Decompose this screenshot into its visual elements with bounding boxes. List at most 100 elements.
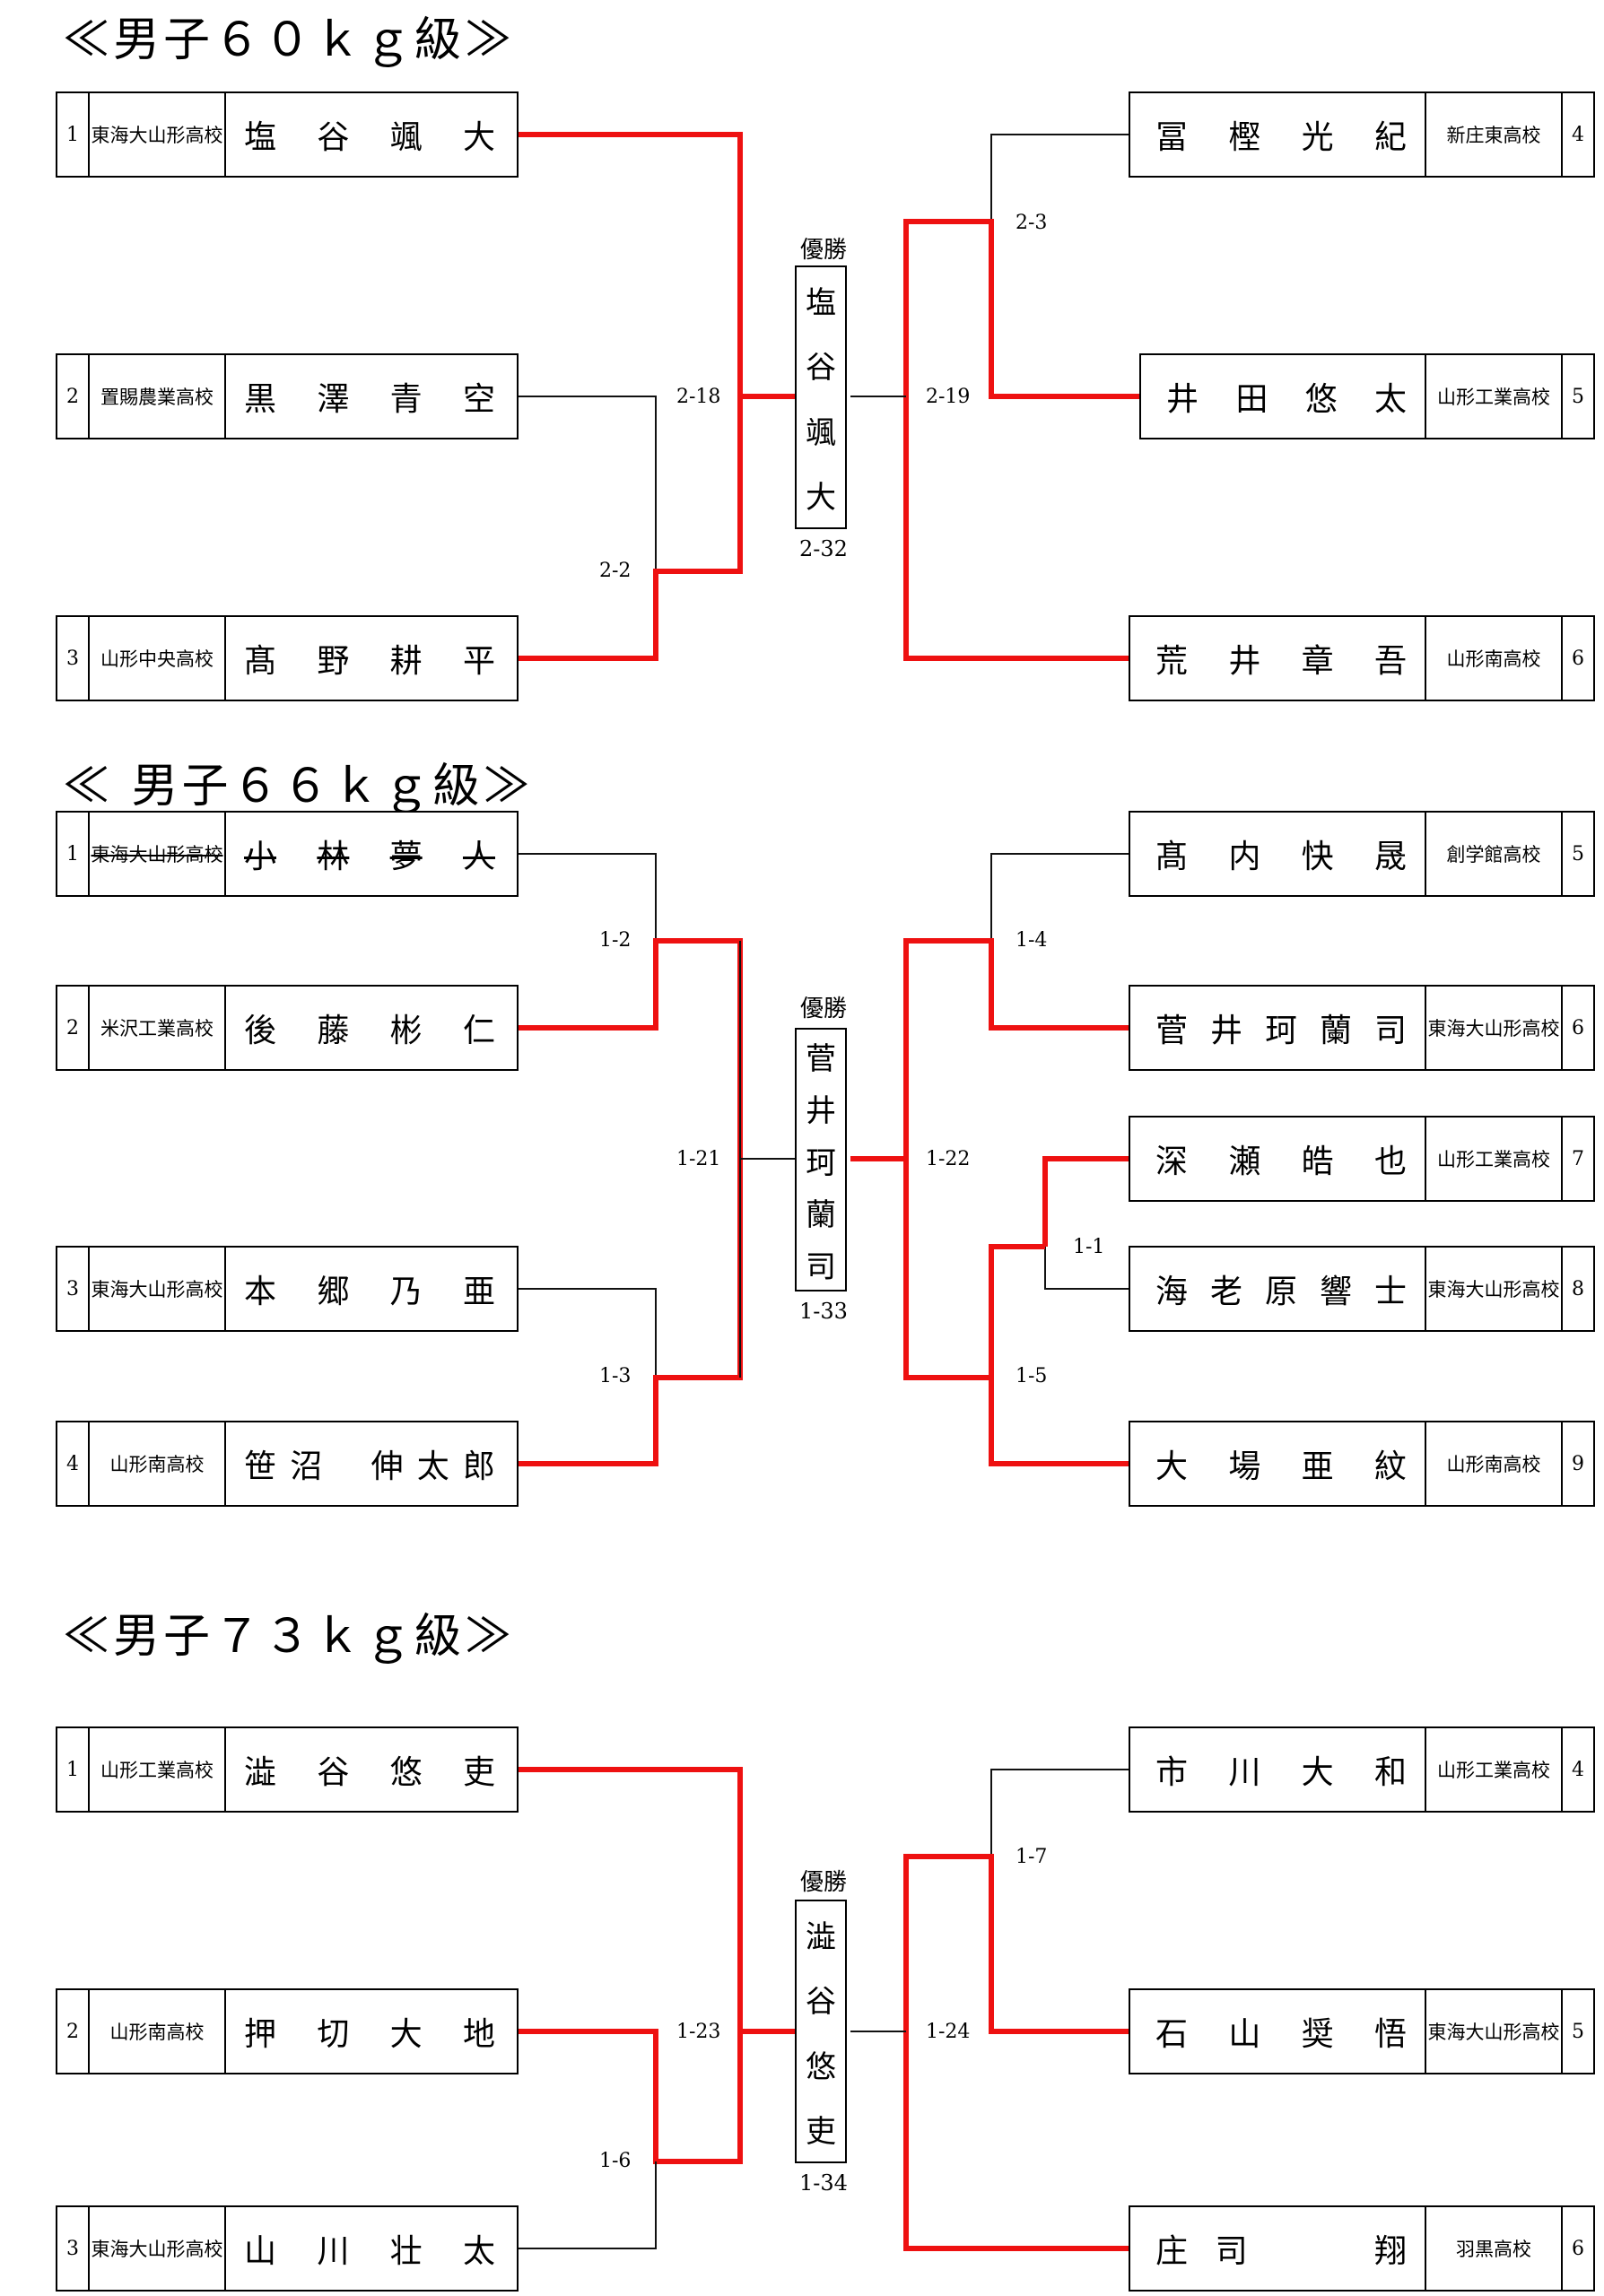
match-label: 1-21 xyxy=(676,1148,721,1170)
school: 創学館高校 xyxy=(1425,813,1563,895)
competitor-name: 押切大地 xyxy=(244,2016,495,2053)
competitor-name: 大場亜紋 xyxy=(1155,1448,1407,1485)
entry-73-left-3: 3 東海大山形高校 山川壮太 xyxy=(56,2205,519,2292)
match-label: 1-5 xyxy=(1016,1365,1048,1387)
competitor-name: 塩谷颯大 xyxy=(244,119,495,156)
match-label: 1-22 xyxy=(926,1148,971,1170)
seed: 1 xyxy=(66,842,79,865)
competitor-name: 海老原響士 xyxy=(1155,1274,1407,1310)
seed: 3 xyxy=(66,1277,79,1300)
competitor-name: 後藤彬仁 xyxy=(244,1013,495,1049)
seed: 8 xyxy=(1572,1277,1584,1300)
competitor-name: 冨樫光紀 xyxy=(1155,119,1407,156)
seed: 5 xyxy=(1572,2020,1584,2043)
line-66-r4 xyxy=(1044,1247,1129,1290)
line-73-r1 xyxy=(990,1769,1129,1857)
seed: 2 xyxy=(66,1016,79,1039)
line-66-r6 xyxy=(989,1378,1129,1466)
school: 東海大山形高校 xyxy=(88,1248,226,1330)
entry-60-left-3: 3 山形中央高校 髙野耕平 xyxy=(56,615,519,701)
seed: 4 xyxy=(1572,123,1584,146)
seed: 3 xyxy=(66,2237,79,2260)
seed: 6 xyxy=(1572,2237,1584,2260)
champion-match-code: 2-32 xyxy=(799,536,848,561)
line-66-r1 xyxy=(990,853,1129,941)
line-66-l3 xyxy=(519,1288,657,1378)
match-label: 1-7 xyxy=(1016,1846,1048,1868)
entry-60-left-1: 1 東海大山形高校 塩谷颯大 xyxy=(56,91,519,178)
school: 新庄東高校 xyxy=(1425,93,1563,176)
competitor-name: 市川大和 xyxy=(1155,1754,1407,1791)
match-label: 1-24 xyxy=(926,2021,971,2043)
seed: 2 xyxy=(66,2020,79,2043)
seed: 7 xyxy=(1572,1147,1584,1170)
competitor-name: 髙野耕平 xyxy=(244,643,495,680)
seed: 6 xyxy=(1572,647,1584,670)
entry-66-right-5: 5 創学館高校 髙内快晟 xyxy=(1129,811,1595,897)
line-60-l2 xyxy=(519,396,657,571)
competitor-name: 深瀬皓也 xyxy=(1155,1144,1407,1180)
line-66-l1 xyxy=(519,853,657,941)
competitor-name: 庄司翔 xyxy=(1155,2233,1407,2270)
school: 山形工業高校 xyxy=(1425,1118,1563,1200)
entry-66-left-2: 2 米沢工業高校 後藤彬仁 xyxy=(56,985,519,1071)
seed: 6 xyxy=(1572,1016,1584,1039)
school: 山形南高校 xyxy=(88,1990,226,2073)
line-60-l3 xyxy=(519,396,743,661)
match-label: 1-4 xyxy=(1016,929,1048,952)
entry-73-left-2: 2 山形南高校 押切大地 xyxy=(56,1988,519,2074)
school: 東海大山形高校 xyxy=(88,813,226,895)
entry-66-left-3: 3 東海大山形高校 本郷乃亜 xyxy=(56,1246,519,1332)
match-label: 2-2 xyxy=(599,560,632,582)
competitor-name: 黒澤青空 xyxy=(244,381,495,418)
line-60-l1 xyxy=(519,132,795,399)
entry-60-right-4: 4 新庄東高校 冨樫光紀 xyxy=(1129,91,1595,178)
division-title-66kg: ≪ 男子６６ｋｇ級≫ xyxy=(63,760,534,813)
champion-label: 優勝 xyxy=(799,1869,847,1896)
entry-66-right-9: 9 山形南高校 大場亜紋 xyxy=(1129,1421,1595,1507)
line-73-l1 xyxy=(519,1767,795,2034)
seed: 1 xyxy=(66,123,79,146)
seed: 4 xyxy=(1572,1758,1584,1781)
entry-60-right-6: 6 山形南高校 荒井章吾 xyxy=(1129,615,1595,701)
champion-label: 優勝 xyxy=(799,996,847,1022)
line-73-l3 xyxy=(519,2161,657,2249)
line-73-r2 xyxy=(903,1854,1129,2251)
line-73-l2 xyxy=(519,2029,743,2164)
entry-60-left-2: 2 置賜農業高校 黒澤青空 xyxy=(56,353,519,439)
entry-60-right-5: 5 山形工業高校 井田悠太 xyxy=(1139,353,1595,439)
entry-73-right-4: 4 山形工業高校 市川大和 xyxy=(1129,1726,1595,1813)
entry-66-left-4: 4 山形南高校 笹沼伸太郎 xyxy=(56,1421,519,1507)
school: 東海大山形高校 xyxy=(88,2207,226,2290)
competitor-name: 井田悠太 xyxy=(1166,381,1407,418)
school: 東海大山形高校 xyxy=(1425,1248,1563,1330)
division-title-73kg: ≪男子７３ｋｇ級≫ xyxy=(63,1610,516,1664)
seed: 3 xyxy=(66,647,79,670)
seed: 9 xyxy=(1572,1452,1584,1475)
school: 東海大山形高校 xyxy=(1425,1990,1563,2073)
entry-66-right-7: 7 山形工業高校 深瀬皓也 xyxy=(1129,1116,1595,1202)
match-label: 1-2 xyxy=(599,929,632,952)
competitor-name: 笹沼伸太郎 xyxy=(244,1448,495,1485)
competitor-name: 小林夢人 xyxy=(244,839,495,875)
competitor-name: 澁谷悠吏 xyxy=(244,1754,495,1791)
school: 山形工業高校 xyxy=(1425,1728,1563,1811)
champion-name-box: 澁谷悠吏 xyxy=(795,1900,847,2163)
school: 東海大山形高校 xyxy=(1425,987,1563,1069)
line-60-r2 xyxy=(903,219,1139,661)
division-title-60kg: ≪男子６０ｋｇ級≫ xyxy=(63,13,516,67)
entry-66-right-6: 6 東海大山形高校 菅井珂蘭司 xyxy=(1129,985,1595,1071)
school: 山形工業高校 xyxy=(1425,355,1563,438)
competitor-name: 菅井珂蘭司 xyxy=(1155,1013,1407,1049)
seed: 2 xyxy=(66,385,79,408)
champion-name-box: 塩谷颯大 xyxy=(795,265,847,529)
school: 羽黒高校 xyxy=(1425,2207,1563,2290)
champion-match-code: 1-34 xyxy=(799,2170,848,2196)
competitor-name: 本郷乃亜 xyxy=(244,1274,495,1310)
seed: 4 xyxy=(66,1452,79,1475)
entry-66-left-1: 1 東海大山形高校 小林夢人 xyxy=(56,811,519,897)
match-label: 1-23 xyxy=(676,2021,721,2043)
school: 山形南高校 xyxy=(1425,1422,1563,1505)
match-label: 1-6 xyxy=(599,2150,632,2172)
